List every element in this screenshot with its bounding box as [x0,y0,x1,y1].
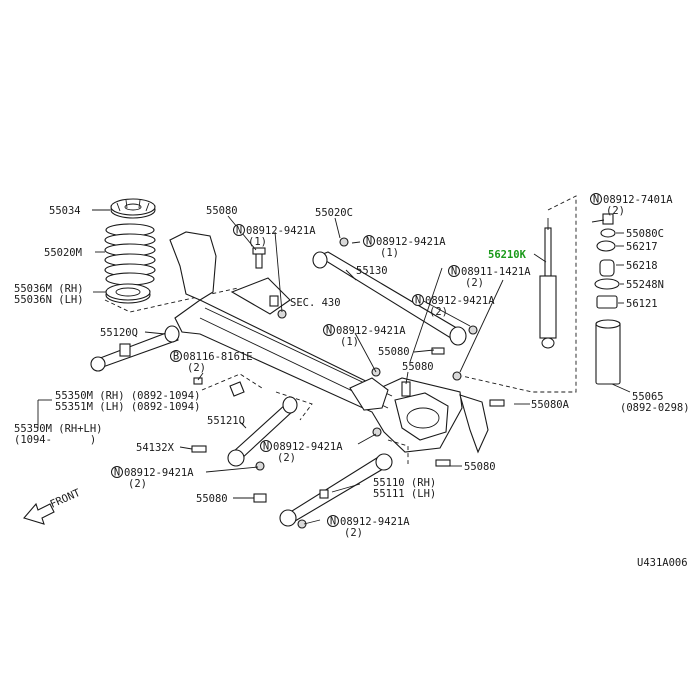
label-55110: 55110 (RH) [373,477,436,489]
label-55120q: 55120Q [100,327,138,339]
svg-text:N: N [366,236,372,248]
label-08912-a7: 08912-9421A [340,516,410,528]
label-55020c: 55020C [315,207,353,219]
label-56121: 56121 [626,298,658,310]
lateral-link-55121q [227,396,298,467]
upper-link [312,251,467,346]
label-08912-a5-qty: (2) [277,452,296,464]
label-55080c: 55080C [626,228,664,240]
label-08912-a7-qty: (2) [344,527,363,539]
n-marker-7401a: N [590,193,602,206]
label-sec-430: SEC. 430 [290,297,341,309]
part-labels: 55034 55020M 55036M (RH) 55036N (LH) 550… [14,194,690,539]
label-08912-a4-qty: (1) [340,336,359,348]
label-55350m-date: (1094- ) [14,434,96,446]
label-08912-7401a-qty: (2) [606,205,625,217]
spring-seat-upper [110,198,156,219]
label-08912-a2: 08912-9421A [376,236,446,248]
svg-text:N: N [236,225,242,237]
label-08116-qty: (2) [187,362,206,374]
rear-axle-beam [169,231,489,454]
lower-link-55110 [279,453,393,527]
label-55080-bottom-left: 55080 [196,493,228,505]
label-08912-a6: 08912-9421A [124,467,194,479]
svg-text:B: B [173,351,179,363]
label-55080-mid: 55080 [378,346,410,358]
svg-text:N: N [451,266,457,278]
label-08912-a1-qty: (1) [248,236,267,248]
label-08911: 08911-1421A [461,266,531,278]
label-08912-a3: 08912-9421A [425,295,495,307]
label-55036n: 55036N (LH) [14,294,84,306]
label-08912-7401a: 08912-7401A [603,194,673,206]
front-direction-indicator: FRONT [23,487,83,525]
label-54132x: 54132X [136,442,175,454]
label-56210k-highlighted: 56210K [488,249,527,261]
label-55080a: 55080A [531,399,570,411]
label-55020m: 55020M [44,247,82,259]
svg-text:N: N [415,295,421,307]
label-55065: 55065 [632,391,664,403]
svg-text:N: N [330,516,336,528]
n-marker-a1: N [233,224,245,237]
label-55350m: 55350M (RH) (0892-1094) [55,390,200,402]
n-marker-a7: N [327,515,339,528]
n-marker-a6: N [111,466,123,479]
label-08912-a5: 08912-9421A [273,441,343,453]
leader-lines [37,209,631,525]
label-55034: 55034 [49,205,81,217]
lower-link-55120q [90,325,180,372]
shock-absorber [539,218,557,349]
shock-mount-kit [594,213,621,385]
diagram-code: U431A006 [637,557,688,569]
label-55130: 55130 [356,265,388,277]
circle-marks: N N N N N N B N N N [111,193,602,528]
svg-text:N: N [593,194,599,206]
svg-text:N: N [114,467,120,479]
n-marker-08911: N [448,265,460,278]
label-55036m: 55036M (RH) [14,283,84,295]
svg-text:N: N [326,325,332,337]
label-55350m-both: 55350M (RH+LH) [14,423,103,435]
label-55065-date: (0892-0298) [620,402,690,414]
label-55351m: 55351M (LH) (0892-1094) [55,401,200,413]
label-56218: 56218 [626,260,658,272]
label-08912-a3-qty: (2) [429,306,448,318]
n-marker-a3: N [412,294,424,307]
coil-spring [104,223,156,286]
label-08912-a6-qty: (2) [128,478,147,490]
n-marker-a4: N [323,324,335,337]
label-55080-right: 55080 [464,461,496,473]
label-55248n: 55248N [626,279,664,291]
label-08912-a4: 08912-9421A [336,325,406,337]
label-55111: 55111 (LH) [373,488,436,500]
label-08912-a2-qty: (1) [380,247,399,259]
label-55080-top: 55080 [206,205,238,217]
n-marker-a2: N [363,235,375,248]
fasteners [191,237,505,529]
front-label: FRONT [48,487,82,511]
label-08912-a1: 08912-9421A [246,225,316,237]
label-56217: 56217 [626,241,658,253]
b-marker-08116: B [170,350,182,363]
label-55121q: 55121Q [207,415,245,427]
label-55080-mid2: 55080 [402,361,434,373]
spring-seat-lower [105,283,151,304]
label-08116: 08116-8161E [183,351,253,363]
n-marker-a5: N [260,440,272,453]
svg-text:N: N [263,441,269,453]
label-08911-qty: (2) [465,277,484,289]
